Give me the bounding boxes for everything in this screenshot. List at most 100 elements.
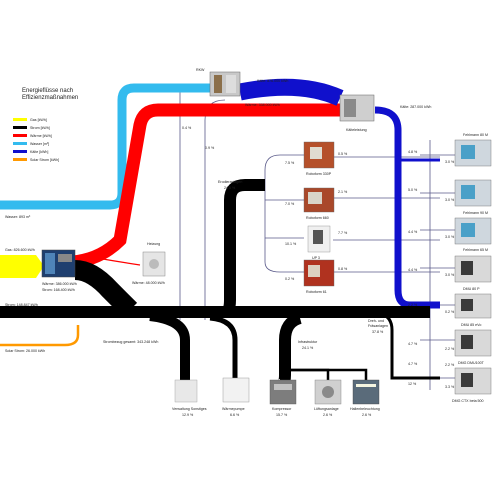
pct-machine-8: 3.3 % (445, 385, 455, 389)
label-verwaltung-pct: 12.9 % (182, 413, 194, 417)
pct-machine-7: 2.2 % (445, 363, 455, 367)
roboform61-window (308, 265, 320, 277)
roboform330p-image (303, 141, 335, 169)
label-erodieranlagen: Erodieranlagen (218, 180, 242, 184)
fehlmann2-window (461, 185, 475, 199)
label-strombezug-gesamt: Strombezug gesamt: 343.248 kWh (103, 340, 158, 344)
legend-swatch-solar (13, 158, 27, 161)
gas-flow (0, 255, 44, 278)
label-fehlmann3: Fehlmann 65 M (463, 248, 488, 252)
rkw-strom-line (179, 84, 210, 320)
legend-swatch-gas (13, 118, 27, 121)
bhkw-unit (41, 249, 76, 278)
heizung-unit (142, 251, 166, 277)
legend: Gas [kWh] Strom [kWh] Wärme [kWh] Wasser… (13, 118, 59, 162)
rkw-part-1 (214, 75, 222, 93)
pct-kaelte-4: 0.8 % (338, 267, 348, 271)
legend-swatch-strom (13, 126, 27, 129)
kaelte-branch-1 (396, 150, 440, 162)
pct-machine-5: 0.2 % (445, 310, 455, 314)
legend-swatch-wasser (13, 142, 27, 145)
pct-right-4: 4.4 % (408, 268, 418, 272)
pct-right-7: 4.7 % (408, 362, 418, 366)
heizung-burner (149, 259, 159, 269)
legend-swatch-kaelte (13, 150, 27, 153)
label-beleuchtung: Hallenbeleuchtung (350, 407, 380, 411)
connector-roboform330p (264, 154, 304, 238)
pct-up3: 10.1 % (285, 242, 297, 246)
kaelte-flow-right (374, 106, 440, 309)
label-lueftung-pct: 2.6 % (323, 413, 333, 417)
diagram-title-line2: Effizienzmaßnahmen (22, 95, 78, 101)
verwaltung-body (174, 379, 198, 403)
rkw-part-2 (226, 75, 236, 93)
pct-right-2: 5.0 % (408, 188, 418, 192)
lueftung-image (314, 379, 342, 405)
label-dreh-pct: 37.8 % (372, 330, 384, 334)
pct-kaelte-3: 7.7 % (338, 231, 348, 235)
label-wasser: Wasser: 893 m³ (5, 215, 31, 219)
label-kompressor-pct: 15.7 % (276, 413, 288, 417)
label-dreh: Dreh- und (368, 319, 384, 323)
legend-label-strom: Strom [kWh] (30, 126, 50, 130)
label-solar: Solar Strom: 26.000 kWh (5, 349, 45, 353)
fehlmann2-image (454, 179, 492, 207)
roboform660-window (308, 192, 322, 204)
waermepumpe-body (222, 377, 250, 403)
pct-right-3: 4.4 % (408, 230, 418, 234)
pct-machine-4: 3.0 % (445, 273, 455, 277)
pct-kaelte-1: 0.5 % (338, 152, 348, 156)
bhkw-motor (58, 254, 72, 262)
strom-lueftung-flow (285, 368, 330, 380)
kompressor-panel (274, 384, 292, 390)
fehlmann3-window (461, 223, 475, 237)
pct-roboform330p: 7.5 % (285, 161, 295, 165)
label-infrastruktur-pct: 24.1 % (302, 346, 314, 350)
kompressor-body (269, 379, 297, 405)
pct-kaelte-2: 2.1 % (338, 190, 348, 194)
pct-rkw-2: 0.9 % (205, 146, 215, 150)
strom-verwaltung-flow (149, 311, 190, 380)
connector-roboform61 (264, 238, 304, 273)
roboform660-image (303, 187, 335, 213)
beleuchtung-light (356, 384, 376, 387)
legend-label-wasser: Wasser [m³] (30, 142, 49, 146)
pct-roboform660: 7.0 % (285, 202, 295, 206)
rkw-unit (209, 71, 241, 97)
waerme-flow (71, 103, 340, 269)
label-dmgctx: DMG CTX beta 500 (452, 399, 484, 403)
label-bhkw-waerme: Wärme: 386.000 kWh (42, 282, 77, 286)
label-rkw: RKW (196, 68, 205, 72)
label-bhkw-strom: Strom: 168.400 kWh (42, 288, 75, 292)
pct-roboform61: 0.2 % (285, 277, 295, 281)
legend-label-waerme: Wärme [kWh] (30, 134, 52, 138)
label-heizung: Heizung (147, 242, 160, 246)
label-roboform330p: Roboform 330P (306, 172, 332, 176)
label-lueftung: Lüftungsanlage (314, 407, 339, 411)
label-kaelteleistung: Kälteleistung (346, 128, 367, 132)
label-kaelte-right: Kälte: 287.000 kWh (400, 105, 431, 109)
roboform330p-window (310, 147, 322, 159)
label-dmu85: DMU 85 eVo (461, 323, 481, 327)
roboform61-image (303, 259, 335, 287)
label-up3: UP 3 (312, 256, 320, 260)
label-waermepumpe: Wärmepumpe (222, 407, 245, 411)
pct-right-6: 4.7 % (408, 342, 418, 346)
label-fehlmann1: Fehlmann 80 M (463, 133, 488, 137)
lueftung-fan (322, 386, 334, 398)
pct-machine-2: 3.0 % (445, 198, 455, 202)
dmg100t-image (454, 329, 492, 357)
up3-image (307, 225, 331, 253)
diagram-title-line1: Energieflüsse nach (22, 88, 73, 94)
wasser-flow (0, 83, 215, 210)
strom-erodier-flow (222, 179, 265, 318)
pct-machine-3: 3.0 % (445, 235, 455, 239)
label-fehlmann2: Fehlmann 90 M (463, 211, 488, 215)
pct-right-5: 2.2 % (408, 303, 418, 307)
pct-right-8: 12 % (408, 382, 417, 386)
label-beleuchtung-pct: 2.6 % (362, 413, 372, 417)
label-heizung-waerme: Wärme: 48.000 kWh (132, 281, 165, 285)
label-waermepumpe-pct: 6.6 % (230, 413, 240, 417)
pct-machine-1: 3.0 % (445, 160, 455, 164)
